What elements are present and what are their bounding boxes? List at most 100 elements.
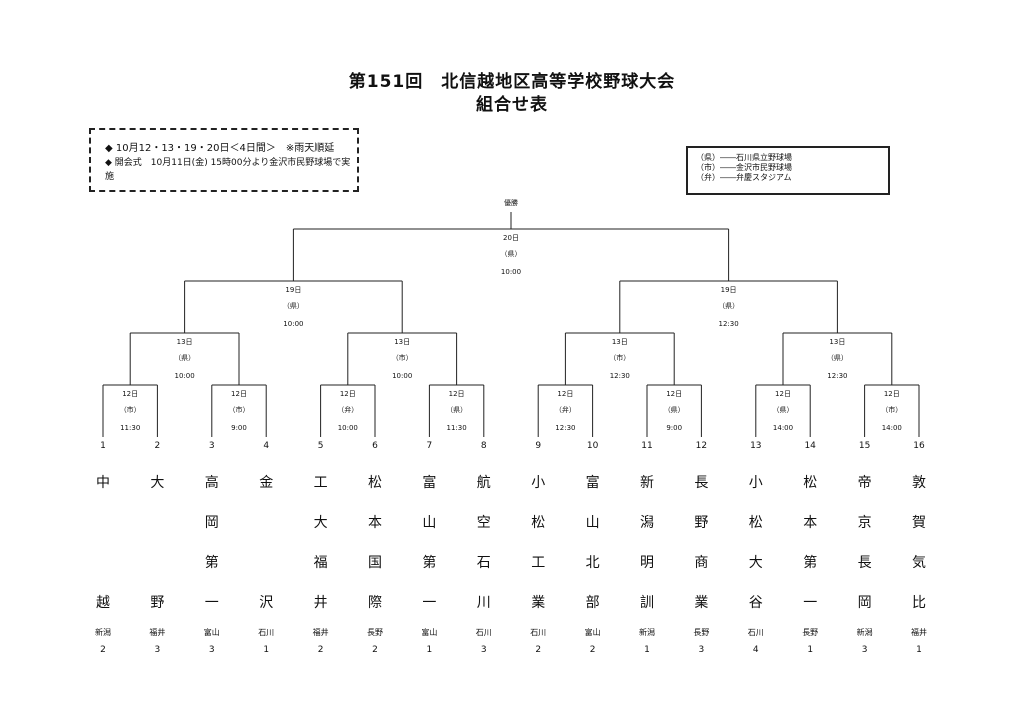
team-prefecture: 新潟 xyxy=(95,628,111,637)
team-number: 4 xyxy=(263,441,270,451)
match-date: 13日 xyxy=(829,338,846,346)
match-date: 12日 xyxy=(557,390,574,398)
team-name-char: 松 xyxy=(368,475,382,491)
team-name-char: 工 xyxy=(531,555,546,571)
team-name-char: 国 xyxy=(368,555,382,571)
team-name-char: 大 xyxy=(150,475,165,491)
team-name-char: 富 xyxy=(585,475,600,491)
team-number: 13 xyxy=(750,441,762,451)
team-prefecture: 石川 xyxy=(475,628,492,637)
team-name-char: 商 xyxy=(694,555,709,571)
match-date: 12日 xyxy=(339,390,356,398)
team-name-char: 松 xyxy=(803,475,818,491)
team-name-char: 小 xyxy=(748,475,763,491)
match-venue: （県） xyxy=(718,302,740,310)
venue-legend: （県）――石川県立野球場 （市）――金沢市民野球場 （弁）――弁慶スタジアム xyxy=(686,146,890,195)
match-date: 12日 xyxy=(775,390,791,398)
match-date: 13日 xyxy=(611,338,628,346)
team-prefecture: 新潟 xyxy=(639,628,655,637)
schedule-line: ◆ 10月12・13・19・20日＜4日間＞ ※雨天順延 xyxy=(105,143,335,154)
team-name-char: 越 xyxy=(96,595,110,611)
match-date: 12日 xyxy=(883,390,900,398)
team-number: 6 xyxy=(372,441,378,451)
team-appearance-count: 2 xyxy=(535,645,542,655)
team-name-char: 岡 xyxy=(857,595,872,611)
team-name-char: 気 xyxy=(912,555,926,571)
team-name-char: 帝 xyxy=(857,475,872,491)
team-appearance-count: 1 xyxy=(916,645,922,655)
team-name-char: 福 xyxy=(313,555,328,571)
match-venue: （県） xyxy=(772,406,794,414)
match-venue: （県） xyxy=(446,406,468,414)
team-name-char: 中 xyxy=(96,475,110,491)
match-date: 20日 xyxy=(503,234,519,242)
team-name-char: 沢 xyxy=(259,595,274,611)
team-number: 12 xyxy=(695,441,708,451)
match-venue: （県） xyxy=(174,354,196,362)
team-number: 15 xyxy=(858,441,871,451)
match-date: 19日 xyxy=(720,286,737,294)
match-time: 12:30 xyxy=(718,320,739,328)
team-appearance-count: 2 xyxy=(100,645,106,655)
team-appearance-count: 2 xyxy=(317,645,324,655)
match-time: 10:00 xyxy=(500,268,522,276)
team-name-char: 北 xyxy=(585,555,600,571)
team-number: 5 xyxy=(317,441,324,451)
legend-item: （弁）――弁慶スタジアム xyxy=(696,173,792,182)
team-appearance-count: 3 xyxy=(208,645,215,655)
team-appearance-count: 3 xyxy=(480,645,487,655)
team-number: 11 xyxy=(641,441,653,451)
team-name-char: 大 xyxy=(748,555,763,571)
match-time: 12:30 xyxy=(609,372,630,380)
match-time: 10:00 xyxy=(283,320,304,328)
match-time: 14:00 xyxy=(772,424,794,432)
team-name-char: 長 xyxy=(857,555,872,571)
team-name-char: 潟 xyxy=(640,515,654,531)
team-name-char: 石 xyxy=(476,555,491,571)
team-name-char: 空 xyxy=(476,515,491,531)
team-name-char: 野 xyxy=(150,595,165,611)
match-time: 12:30 xyxy=(555,424,576,432)
match-time: 10:00 xyxy=(337,424,358,432)
team-name-char: 長 xyxy=(694,475,709,491)
team-name-char: 高 xyxy=(204,475,219,491)
match-venue: （市） xyxy=(119,406,141,414)
team-prefecture: 石川 xyxy=(258,628,275,637)
match-time: 11:30 xyxy=(446,424,467,432)
team-number: 2 xyxy=(154,441,161,451)
team-name-char: 小 xyxy=(531,475,546,491)
team-prefecture: 福井 xyxy=(911,628,927,637)
team-name-char: 航 xyxy=(476,475,491,491)
team-appearance-count: 3 xyxy=(154,645,161,655)
team-prefecture: 石川 xyxy=(530,628,547,637)
team-number: 14 xyxy=(804,441,816,451)
team-number: 16 xyxy=(913,441,925,451)
team-name-char: 谷 xyxy=(748,595,763,611)
team-name-char: 山 xyxy=(585,515,600,531)
team-prefecture: 富山 xyxy=(584,628,601,637)
team-appearance-count: 1 xyxy=(426,645,433,655)
match-venue: （県） xyxy=(500,250,522,258)
team-name-char: 新 xyxy=(640,475,654,491)
team-name-char: 第 xyxy=(803,555,818,571)
team-name-char: 本 xyxy=(803,515,818,531)
team-name-char: 京 xyxy=(857,515,872,531)
team-prefecture: 福井 xyxy=(149,628,166,637)
team-name-char: 山 xyxy=(422,515,437,531)
team-name-char: 松 xyxy=(531,515,546,531)
match-date: 13日 xyxy=(176,338,193,346)
team-name-char: 訓 xyxy=(640,595,654,611)
team-prefecture: 石川 xyxy=(747,628,764,637)
match-venue: （市） xyxy=(391,354,413,362)
team-appearance-count: 1 xyxy=(263,645,270,655)
match-venue: （弁） xyxy=(337,406,359,414)
team-appearance-count: 3 xyxy=(698,645,705,655)
team-appearance-count: 1 xyxy=(807,645,814,655)
team-number: 7 xyxy=(426,441,433,451)
match-venue: （県） xyxy=(663,406,685,414)
team-name-char: 明 xyxy=(640,555,654,571)
team-name-char: 工 xyxy=(313,475,328,491)
schedule-info-box: ◆ 10月12・13・19・20日＜4日間＞ ※雨天順延 ◆ 開会式 10月11… xyxy=(89,128,359,192)
match-venue: （市） xyxy=(228,406,250,414)
team-prefecture: 長野 xyxy=(693,628,710,637)
